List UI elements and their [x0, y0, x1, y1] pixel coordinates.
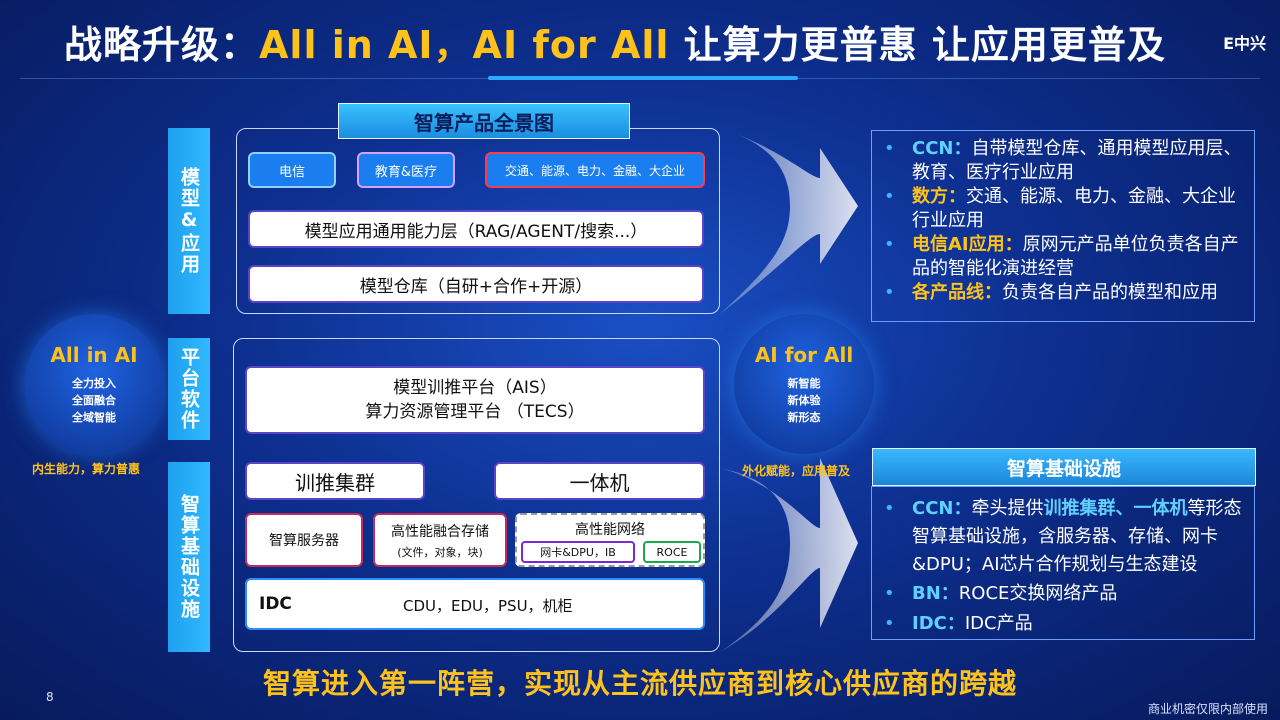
bullet-infra-bn: BN：ROCE交换网络产品 [872, 579, 1248, 609]
page-title: 战略升级：All in AI，AI for All 让算力更普惠 让应用更普及 [64, 14, 1166, 69]
top-arrow [720, 128, 858, 314]
all-in-ai-title: All in AI [50, 342, 138, 367]
roce-tag: ROCE [643, 541, 701, 563]
ai-for-all-title: AI for All [754, 342, 854, 367]
ai-for-all-line-1: 新智能 [787, 376, 821, 390]
all-in-ai-line-3: 全域智能 [72, 410, 116, 424]
bottom-slogan: 智算进入第一阵营，实现从主流供应商到核心供应商的跨越 [262, 667, 1017, 700]
all-in-one-box: 一体机 [494, 462, 705, 500]
title-accent-bar [488, 76, 798, 80]
platform-tecs: 算力资源管理平台 （TECS） [365, 402, 585, 422]
top-right-box: CCN：自带模型仓库、通用模型应用层、教育、医疗行业应用 数方：交通、能源、电力… [871, 130, 1255, 322]
app-layer-box: 模型应用通用能力层（RAG/AGENT/搜索...） [248, 210, 704, 248]
infra-box-title: 智算基础设施 [872, 448, 1256, 486]
platform-ais: 模型训推平台（AIS） [393, 378, 557, 398]
title-highlight: All in AI，AI for All [259, 23, 670, 67]
bullet-infra-idc: IDC：IDC产品 [872, 609, 1248, 639]
bullet-infra-ccn: CCN：牵头提供训推集群、一体机等形态智算基础设施，含服务器、存储、网卡&DPU… [872, 495, 1248, 579]
arrow-graphics [720, 128, 858, 652]
storage-sub: (文件，对象，块) [397, 545, 483, 559]
right-note: 外化赋能，应用普及 [742, 464, 851, 478]
network-label: 高性能网络 [575, 522, 645, 538]
bullet-ccn: CCN：自带模型仓库、通用模型应用层、教育、医疗行业应用 [872, 137, 1248, 185]
label-model-app: 模型&应用 [168, 128, 210, 314]
left-note: 内生能力，算力普惠 [32, 462, 141, 476]
bottom-arrow [720, 458, 858, 652]
network-box: 高性能网络 网卡&DPU，IB ROCE [515, 513, 705, 567]
nic-dpu-ib-tag: 网卡&DPU，IB [521, 541, 635, 563]
confidential-note: 商业机密仅限内部使用 [1147, 702, 1268, 716]
label-infra: 智算基础设施 [168, 462, 210, 652]
all-in-ai-circle: All in AI 全力投入 全面融合 全域智能 [24, 314, 164, 454]
cluster-box: 训推集群 [245, 462, 425, 500]
chip-education-medical: 教育&医疗 [357, 152, 455, 188]
storage-box: 高性能融合存储 (文件，对象，块) [373, 513, 507, 567]
chip-industries: 交通、能源、电力、金融、大企业 [485, 152, 705, 188]
platform-infra-panel [233, 338, 720, 652]
all-in-ai-line-1: 全力投入 [72, 376, 116, 390]
title-suffix: 让算力更普惠 让应用更普及 [669, 23, 1166, 67]
storage-label: 高性能融合存储 [391, 523, 489, 540]
bullet-telecom-ai: 电信AI应用：原网元产品单位负责各自产品的智能化演进经营 [872, 233, 1248, 281]
all-in-ai-line-2: 全面融合 [72, 393, 116, 407]
model-repo-box: 模型仓库（自研+合作+开源） [248, 265, 704, 303]
idc-label: IDC [259, 594, 292, 614]
bullet-product-lines: 各产品线：负责各自产品的模型和应用 [872, 281, 1248, 305]
ai-for-all-line-2: 新体验 [787, 393, 821, 407]
bullet-shufang: 数方：交通、能源、电力、金融、大企业行业应用 [872, 185, 1248, 233]
ai-for-all-line-3: 新形态 [787, 410, 821, 424]
ai-for-all-circle: AI for All 新智能 新体验 新形态 [734, 314, 874, 454]
label-platform: 平台软件 [168, 338, 210, 440]
brand-logo: E中兴 [1223, 34, 1266, 53]
panorama-tag: 智算产品全景图 [338, 103, 630, 139]
page-number: 8 [46, 690, 54, 704]
idc-items: CDU，EDU，PSU，机柜 [403, 597, 573, 615]
infra-text-box: CCN：牵头提供训推集群、一体机等形态智算基础设施，含服务器、存储、网卡&DPU… [871, 486, 1255, 640]
title-prefix: 战略升级： [64, 23, 260, 67]
chip-telecom: 电信 [248, 152, 336, 188]
idc-box: IDC CDU，EDU，PSU，机柜 [245, 578, 705, 630]
platform-box: 模型训推平台（AIS） 算力资源管理平台 （TECS） [245, 366, 705, 434]
server-box: 智算服务器 [245, 513, 363, 567]
